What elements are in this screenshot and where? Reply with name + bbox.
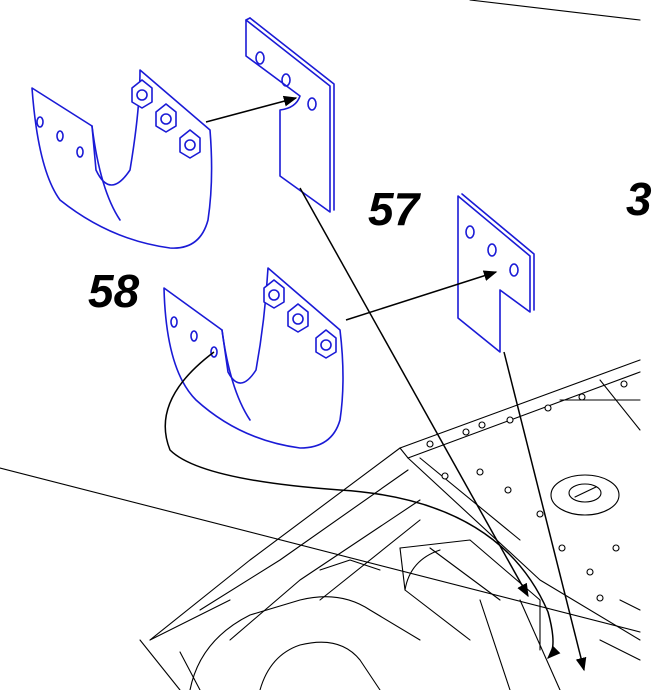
rivets bbox=[426, 380, 628, 602]
assembly-arrows bbox=[164, 95, 587, 672]
part-58-lower bbox=[163, 267, 344, 449]
part-57-upper bbox=[245, 17, 335, 213]
hex-nuts-lower bbox=[263, 279, 337, 359]
hex-nuts-upper bbox=[131, 79, 201, 159]
part-number-57: 57 bbox=[368, 183, 420, 235]
part-number-partial: 3 bbox=[626, 173, 652, 225]
part-58-upper bbox=[31, 69, 213, 249]
part-57-lower bbox=[457, 193, 535, 353]
part-number-58: 58 bbox=[88, 265, 140, 317]
